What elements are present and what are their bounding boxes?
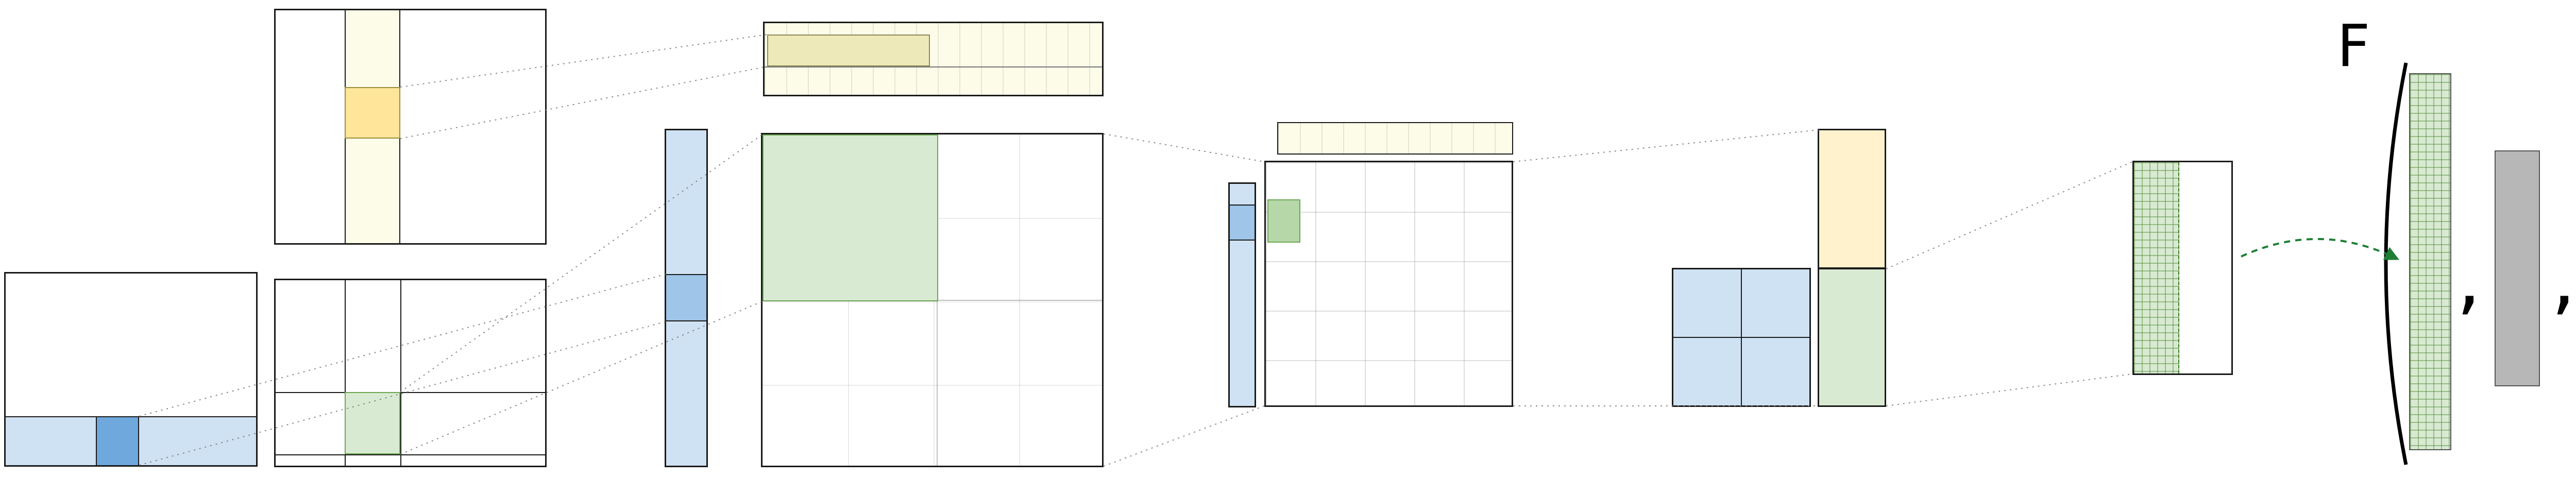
green-dashed-arrow [2241, 238, 2400, 260]
column-vector-blue [665, 129, 708, 467]
highlighted-cell-green-small [1267, 199, 1300, 243]
grid-line [276, 392, 545, 393]
comma-separator: , [2551, 234, 2576, 324]
grid-line [1673, 337, 1809, 338]
grid-line [276, 454, 545, 455]
input-matrix-left [4, 272, 258, 467]
row-segment-highlight [767, 35, 930, 66]
panel-matrix [2132, 161, 2233, 375]
zoom-guide-line [1886, 161, 2133, 269]
highlighted-cell-green [345, 392, 400, 454]
row-vector-top [763, 22, 1104, 96]
argument-gray-panel [2495, 150, 2540, 386]
open-paren [2384, 62, 2408, 465]
matrix-medium [1264, 161, 1513, 407]
zoom-guide-line [1513, 129, 1820, 162]
zoom-guide-line [1886, 373, 2133, 406]
grid-line [400, 280, 401, 466]
zoom-guide-line [1103, 133, 1265, 162]
row-vector-small [1277, 122, 1513, 155]
green-block [1818, 268, 1886, 407]
column-vector-blue-small [1228, 182, 1256, 407]
column-segment-highlight-small [1230, 205, 1255, 241]
zoom-guide-line [1103, 405, 1265, 467]
comma-separator: , [2456, 234, 2481, 324]
blue-block-2x2 [1672, 268, 1811, 407]
row-mid-line [765, 66, 1102, 67]
function-label: F [2337, 13, 2370, 80]
green-panel-columns [2134, 162, 2179, 373]
matrix-bottom-green-cell [274, 279, 547, 467]
yellow-block [1818, 129, 1886, 269]
matrix-large-green-block [761, 133, 1104, 467]
highlighted-cell-yellow [345, 87, 400, 139]
column-segment-highlight [666, 274, 706, 321]
argument-green-panel [2409, 73, 2451, 450]
faint-grid [1266, 162, 1512, 405]
matrix-top-yellow-column [274, 9, 547, 245]
highlighted-cell-blue [96, 416, 139, 465]
green-block-large [762, 134, 938, 301]
